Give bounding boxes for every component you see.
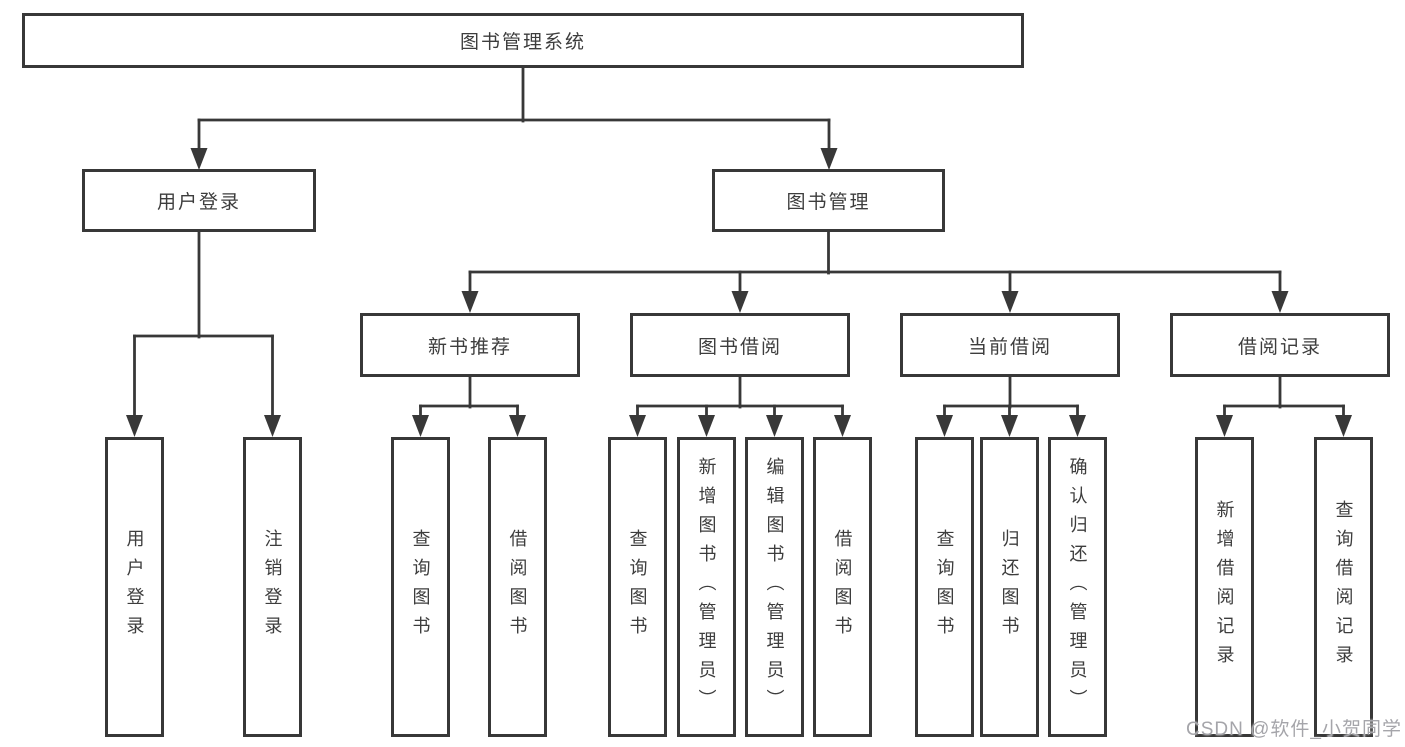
- node-leaf-query-books-borrowing: 查询图书: [608, 437, 667, 737]
- node-leaf-query-books-recommend: 查询图书: [391, 437, 450, 737]
- watermark-text: CSDN @软件_小贺同学: [1186, 719, 1402, 740]
- node-borrowing-records: 借阅记录: [1170, 313, 1390, 377]
- node-book-management: 图书管理: [712, 169, 945, 232]
- node-leaf-add-books-admin: 新增图书（管理员）: [677, 437, 736, 737]
- node-leaf-confirm-return-admin: 确认归还（管理员）: [1048, 437, 1107, 737]
- node-leaf-query-books-current: 查询图书: [915, 437, 974, 737]
- node-leaf-borrow-books-borrowing: 借阅图书: [813, 437, 872, 737]
- node-current-borrowing: 当前借阅: [900, 313, 1120, 377]
- node-leaf-return-books: 归还图书: [980, 437, 1039, 737]
- node-leaf-logout: 注销登录: [243, 437, 302, 737]
- node-book-borrowing: 图书借阅: [630, 313, 850, 377]
- node-leaf-edit-books-admin: 编辑图书（管理员）: [745, 437, 804, 737]
- node-leaf-add-borrow-record: 新增借阅记录: [1195, 437, 1254, 737]
- node-user-login: 用户登录: [82, 169, 316, 232]
- node-leaf-borrow-books-recommend: 借阅图书: [488, 437, 547, 737]
- node-leaf-query-borrow-record: 查询借阅记录: [1314, 437, 1373, 737]
- node-new-book-recommend: 新书推荐: [360, 313, 580, 377]
- node-leaf-user-login: 用户登录: [105, 437, 164, 737]
- node-library-system-root: 图书管理系统: [22, 13, 1024, 68]
